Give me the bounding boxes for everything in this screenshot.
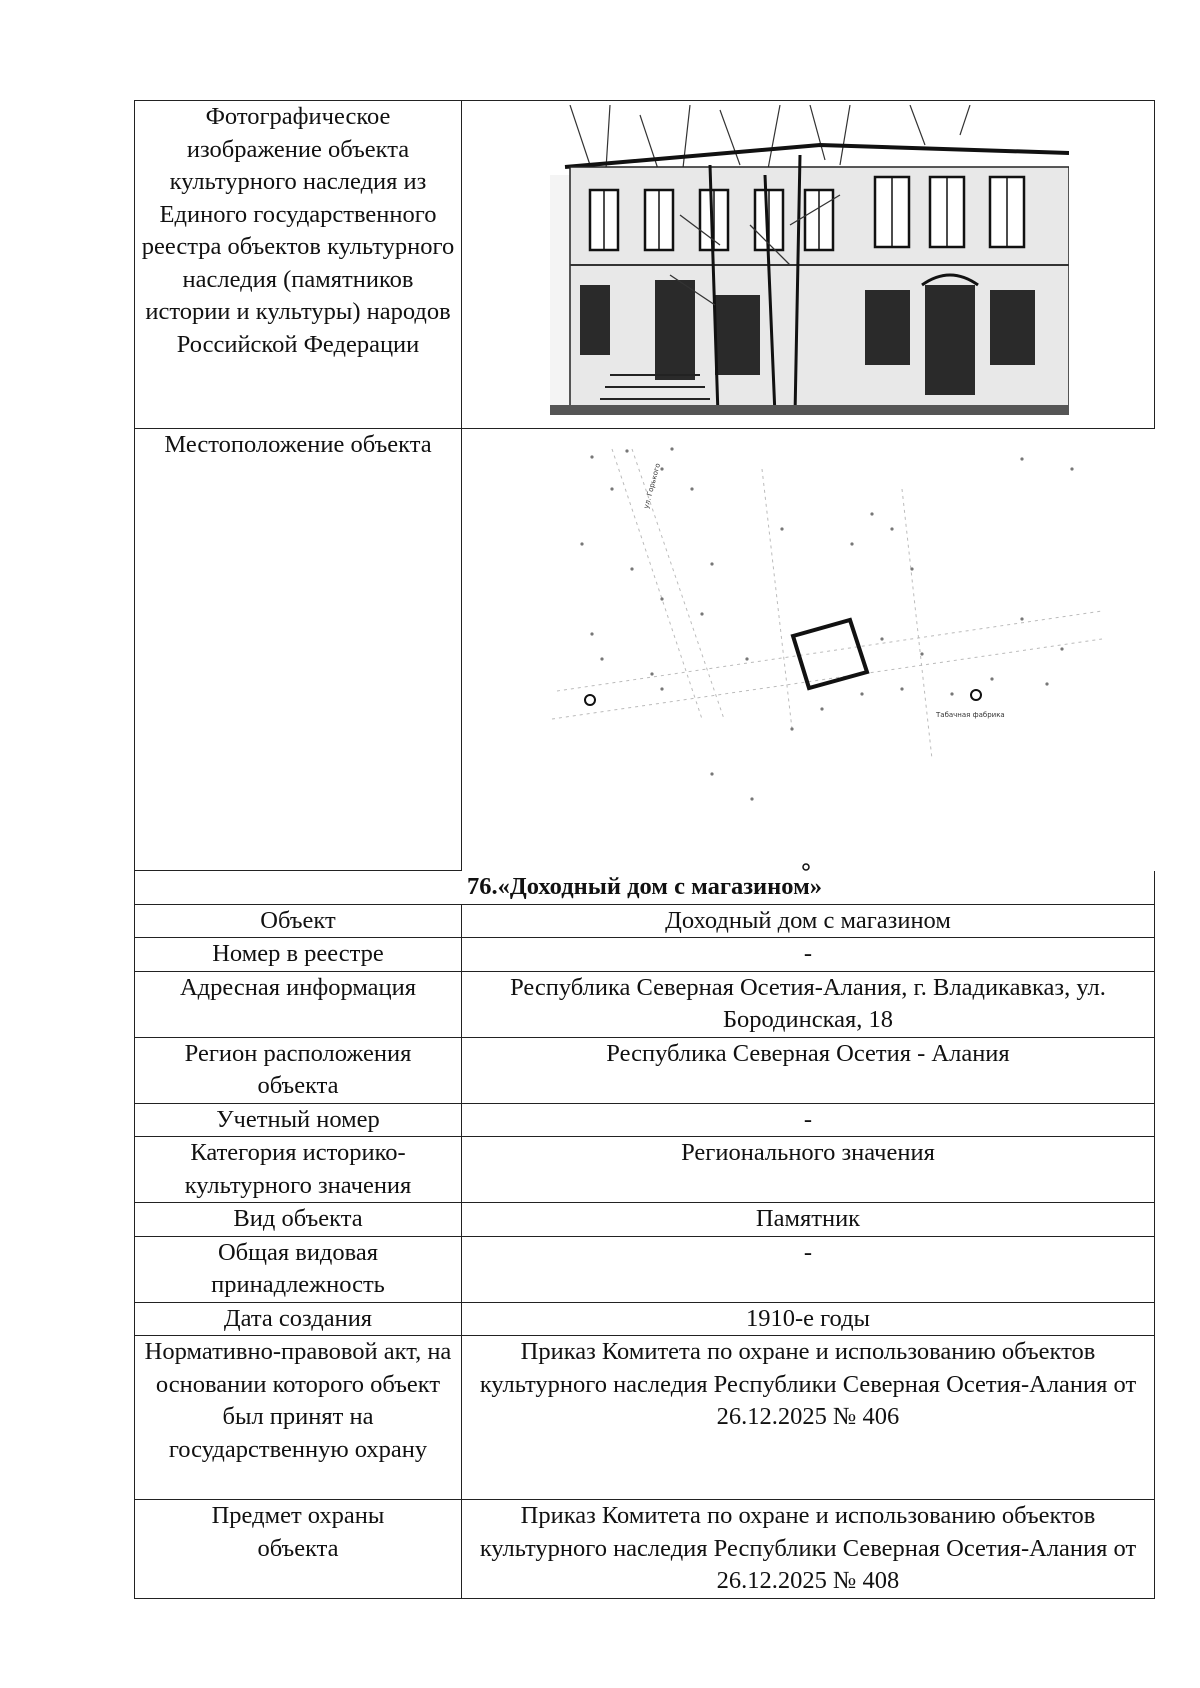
row-label: Вид объекта <box>134 1202 462 1237</box>
photo-label: Фотографическое изображение объекта куль… <box>134 100 462 429</box>
row-value: Приказ Комитета по охране и использовани… <box>461 1335 1155 1500</box>
location-map: Табачная фабрика ул. Горького <box>462 429 1155 871</box>
building-photo <box>550 105 1069 415</box>
table-row: Объект Доходный дом с магазином <box>134 903 1155 938</box>
table-row: Предмет охраны объекта Приказ Комитета п… <box>134 1499 1155 1599</box>
map-poi-right: Табачная фабрика <box>935 711 1005 719</box>
row-label: Номер в реестре <box>134 937 462 972</box>
row-label: Адресная информация <box>134 970 462 1038</box>
row-label: Нормативно-правовой акт, на основании ко… <box>134 1335 462 1500</box>
row-value: Регионального значения <box>461 1136 1155 1203</box>
row-value: - <box>461 1102 1155 1137</box>
location-row: Местоположение объекта <box>134 428 1155 871</box>
table-row: Учетный номер - <box>134 1102 1155 1137</box>
row-value: - <box>461 1235 1155 1303</box>
row-label: Учетный номер <box>134 1102 462 1137</box>
row-value: - <box>461 937 1155 972</box>
table-row: Номер в реестре - <box>134 937 1155 972</box>
table-row: Нормативно-правовой акт, на основании ко… <box>134 1335 1155 1500</box>
table-row: Общая видовая принадлежность - <box>134 1235 1155 1303</box>
row-label: Категория историко-культурного значения <box>134 1136 462 1203</box>
table-row: Категория историко-культурного значения … <box>134 1136 1155 1203</box>
photo-cell <box>461 100 1155 429</box>
row-value: 1910-е годы <box>461 1301 1155 1336</box>
row-value: Доходный дом с магазином <box>461 903 1155 938</box>
table-row: Вид объекта Памятник <box>134 1202 1155 1237</box>
row-value: Памятник <box>461 1202 1155 1237</box>
section-title: 76.«Доходный дом с магазином» <box>134 870 1155 905</box>
photo-row: Фотографическое изображение объекта куль… <box>134 100 1155 429</box>
row-label: Дата создания <box>134 1301 462 1336</box>
row-label: Предмет охраны объекта <box>134 1499 462 1599</box>
register-sheet: Фотографическое изображение объекта куль… <box>134 100 1155 1599</box>
row-label: Объект <box>134 903 462 938</box>
table-row: Дата создания 1910-е годы <box>134 1301 1155 1336</box>
map-cell: Табачная фабрика ул. Горького <box>461 428 1155 871</box>
table-row: Адресная информация Республика Северная … <box>134 970 1155 1038</box>
section-title-row: 76.«Доходный дом с магазином» <box>134 870 1155 905</box>
row-value: Приказ Комитета по охране и использовани… <box>461 1499 1155 1599</box>
row-value: Республика Северная Осетия-Алания, г. Вл… <box>461 970 1155 1038</box>
table-row: Регион расположения объекта Республика С… <box>134 1036 1155 1104</box>
row-value: Республика Северная Осетия - Алания <box>461 1036 1155 1104</box>
register-table: Фотографическое изображение объекта куль… <box>134 100 1155 1599</box>
location-label: Местоположение объекта <box>134 428 462 871</box>
row-label: Общая видовая принадлежность <box>134 1235 462 1303</box>
row-label: Регион расположения объекта <box>134 1036 462 1104</box>
